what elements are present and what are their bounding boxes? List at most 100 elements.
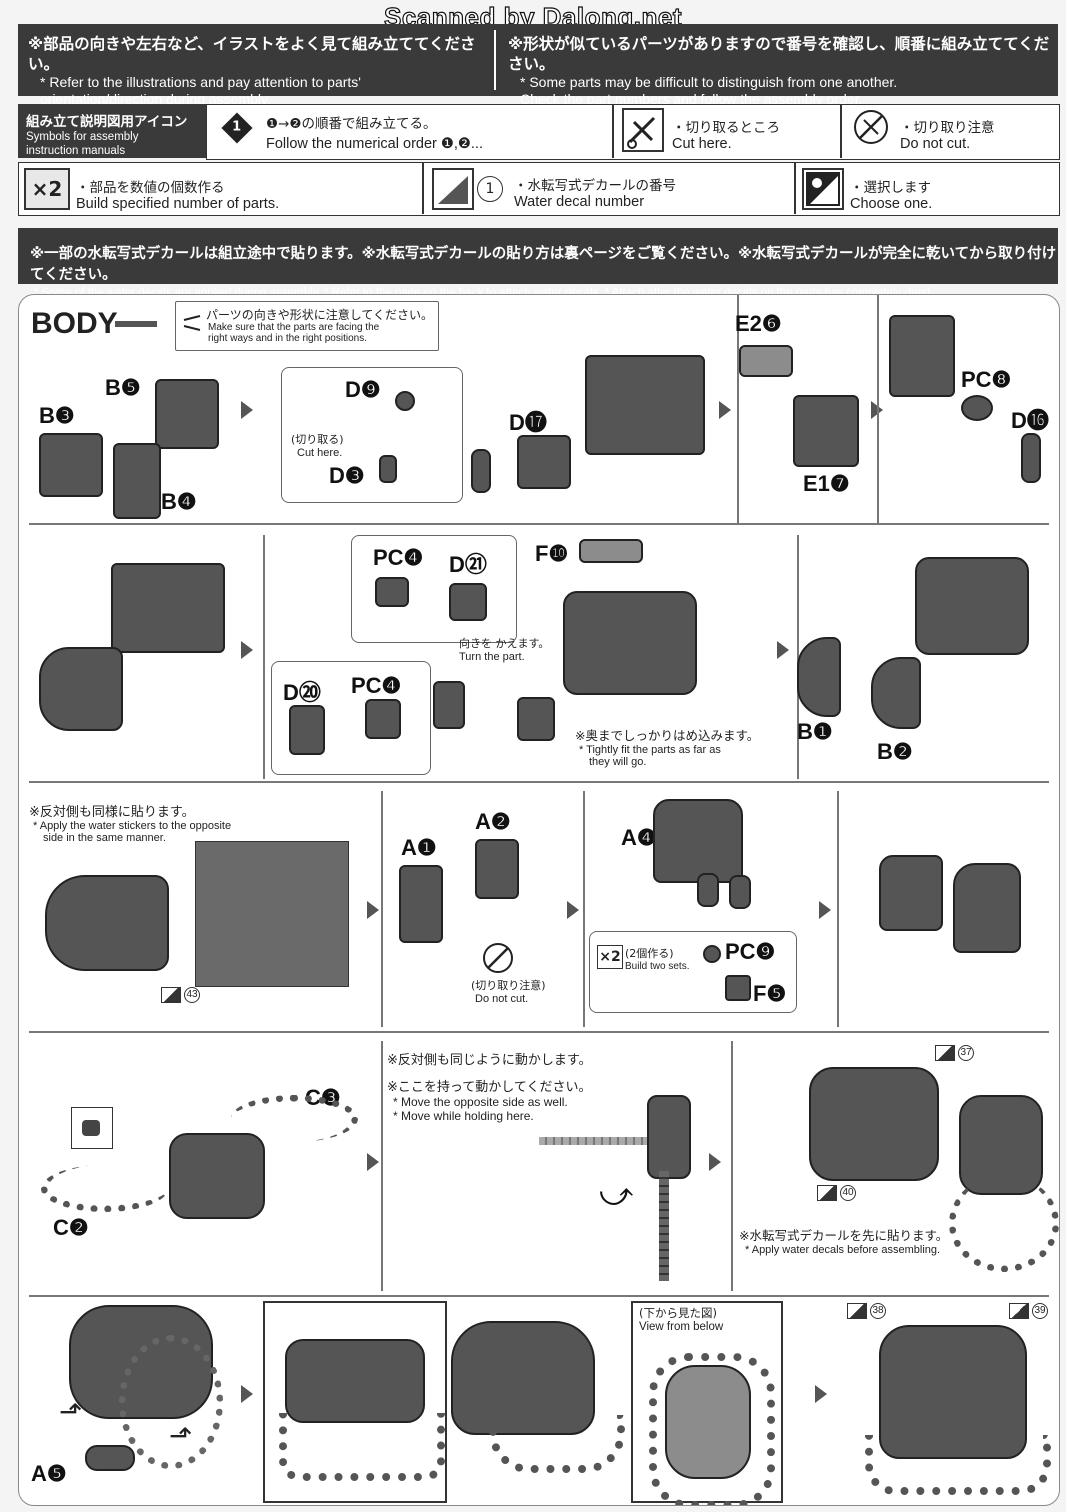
move-note-jp-2: ※ここを持って動かしてください。 <box>387 1080 592 1095</box>
symbol-sep-1 <box>612 104 614 158</box>
opposite-side-jp: ※反対側も同様に貼ります。 <box>29 805 195 820</box>
step-divider <box>837 791 839 1027</box>
build-two-en: Build two sets. <box>625 961 690 972</box>
symbols-title: 組み立て説明図用アイコン Symbols for assembly instru… <box>18 104 206 158</box>
assembly-stage: BODY パーツの向きや形状に注意してください。 Make sure that … <box>18 294 1060 1506</box>
part-b1 <box>797 637 841 717</box>
symbol-sep-2 <box>840 104 842 158</box>
label-b3: B❸ <box>39 403 75 428</box>
part-a2 <box>475 839 519 899</box>
build-two-icon: ×2 <box>597 945 623 969</box>
part-hose-finished <box>865 1435 1051 1495</box>
part-d21 <box>449 583 487 621</box>
part-pc4-b <box>365 699 401 739</box>
step-divider <box>731 1041 733 1291</box>
step-arrow <box>367 901 379 919</box>
label-f5: F❺ <box>753 981 787 1006</box>
choose-icon <box>802 168 844 210</box>
row-divider-2 <box>29 781 1049 783</box>
nocut-note-jp: (切り取り注意) <box>471 979 546 992</box>
cut-text: ・切り取るところ Cut here. <box>672 116 780 152</box>
turn-note-en: Turn the part. <box>459 651 525 663</box>
order-text: ❶→❷の順番で組み立てる。 Follow the numerical order… <box>266 112 483 152</box>
symbols-title-jp: 組み立て説明図用アイコン <box>26 114 188 130</box>
order-en: Follow the numerical order ❶,❷... <box>266 136 483 152</box>
fit-note-jp: ※奥までしっかりはめ込みます。 <box>575 728 760 743</box>
opposite-side-en-1: * Apply the water stickers to the opposi… <box>33 820 232 832</box>
row-divider-3 <box>29 1031 1049 1033</box>
part-b4 <box>113 443 161 519</box>
step-arrow <box>241 401 253 419</box>
cut-note: (切り取る) Cut here. <box>291 431 344 459</box>
part-d17 <box>517 435 571 489</box>
part-torso-assembly <box>111 563 225 653</box>
move-note-en-2: * Move while holding here. <box>393 1109 534 1123</box>
step-divider <box>381 1041 383 1291</box>
part-torso-half <box>889 315 955 397</box>
label-d16: D⓰ <box>1011 408 1049 433</box>
label-pc9: PC❾ <box>725 939 776 964</box>
step-divider <box>381 791 383 1027</box>
decal-icon <box>161 987 181 1003</box>
hose-straight <box>539 1137 669 1145</box>
label-d20: D⑳ <box>283 680 321 705</box>
label-pc4-b: PC❹ <box>351 673 402 698</box>
symbol-sep-3 <box>422 162 424 214</box>
part-d9 <box>395 391 415 411</box>
label-e1-7: E1❼ <box>803 471 850 496</box>
part-pc4-a <box>375 577 409 607</box>
decal-jp: ・水転写式デカールの番号 <box>514 178 676 194</box>
part-c3-hose <box>231 1095 358 1142</box>
symbol-sep-4 <box>794 162 796 214</box>
label-a1: A❶ <box>401 835 437 860</box>
step-arrow <box>241 1385 253 1403</box>
part-thruster-a <box>697 873 719 907</box>
decal-number-icon: 1 <box>477 176 503 202</box>
build-two-note: (2個作る) Build two sets. <box>625 945 689 972</box>
step-divider <box>737 295 739 523</box>
row-divider-1 <box>29 523 1049 525</box>
part-d3 <box>379 455 397 483</box>
label-e2-6: E2❻ <box>735 311 782 336</box>
header-bar: ※部品の向きや左右など、イラストをよく見て組み立ててください。 * Refer … <box>18 24 1058 107</box>
part-thruster-b <box>729 875 751 909</box>
below-view-note: (下から見た図) View from below <box>639 1305 723 1333</box>
header-left-en-2: orientation/direction during assembly. <box>40 91 271 107</box>
turn-note-jp: 向きを かえます。 <box>459 637 550 650</box>
decal-text: ・水転写式デカールの番号 Water decal number <box>514 174 676 210</box>
order-icon: 1 <box>221 112 253 144</box>
label-a2: A❷ <box>475 809 511 834</box>
x2-en: Build specified number of parts. <box>76 196 280 212</box>
below-view-en: View from below <box>639 1321 724 1333</box>
body-title-arrow <box>115 321 157 327</box>
move-note: ※反対側も同じように動かします。 ※ここを持って動かしてください。 * Move… <box>387 1049 592 1123</box>
label-a4: A❹ <box>621 825 657 850</box>
step-arrow <box>367 1153 379 1171</box>
order-jp: ❶→❷の順番で組み立てる。 <box>266 116 437 132</box>
part-d16 <box>1021 433 1041 483</box>
part-f5 <box>725 975 751 1001</box>
step-arrow <box>567 901 579 919</box>
choose-en: Choose one. <box>850 196 933 212</box>
header-left: ※部品の向きや左右など、イラストをよく見て組み立ててください。 * Refer … <box>28 24 488 107</box>
fit-note-en-1: * Tightly fit the parts as far as <box>579 744 721 756</box>
nocut-en: Do not cut. <box>900 136 971 152</box>
row-divider-4 <box>29 1295 1049 1297</box>
fit-note: ※奥までしっかりはめ込みます。 * Tightly fit the parts … <box>575 725 759 768</box>
part-body-side-view <box>45 875 169 971</box>
move-note-en-1: * Move the opposite side as well. <box>393 1095 568 1109</box>
part-c2-hose <box>41 1165 168 1212</box>
symbols-row-2 <box>18 162 1060 216</box>
step-box-d9-d3 <box>281 367 463 503</box>
detail-inset <box>71 1107 113 1149</box>
part-backpack-with-decals <box>809 1067 939 1181</box>
rotate-arrow-icon: ⤻ <box>599 1175 634 1213</box>
fit-note-en-2: they will go. <box>589 756 647 768</box>
orientation-note-box: パーツの向きや形状に注意してください。 Make sure that the p… <box>175 301 439 351</box>
step-arrow <box>719 401 731 419</box>
header-divider <box>494 30 496 90</box>
label-a5: A❺ <box>31 1461 67 1486</box>
header-right-jp: ※形状が似ているパーツがありますので番号を確認し、順番に組み立ててください。 <box>508 35 1050 73</box>
build-count-icon: ×2 <box>24 168 70 210</box>
header-right-en-1: * Some parts may be difficult to disting… <box>520 74 898 90</box>
